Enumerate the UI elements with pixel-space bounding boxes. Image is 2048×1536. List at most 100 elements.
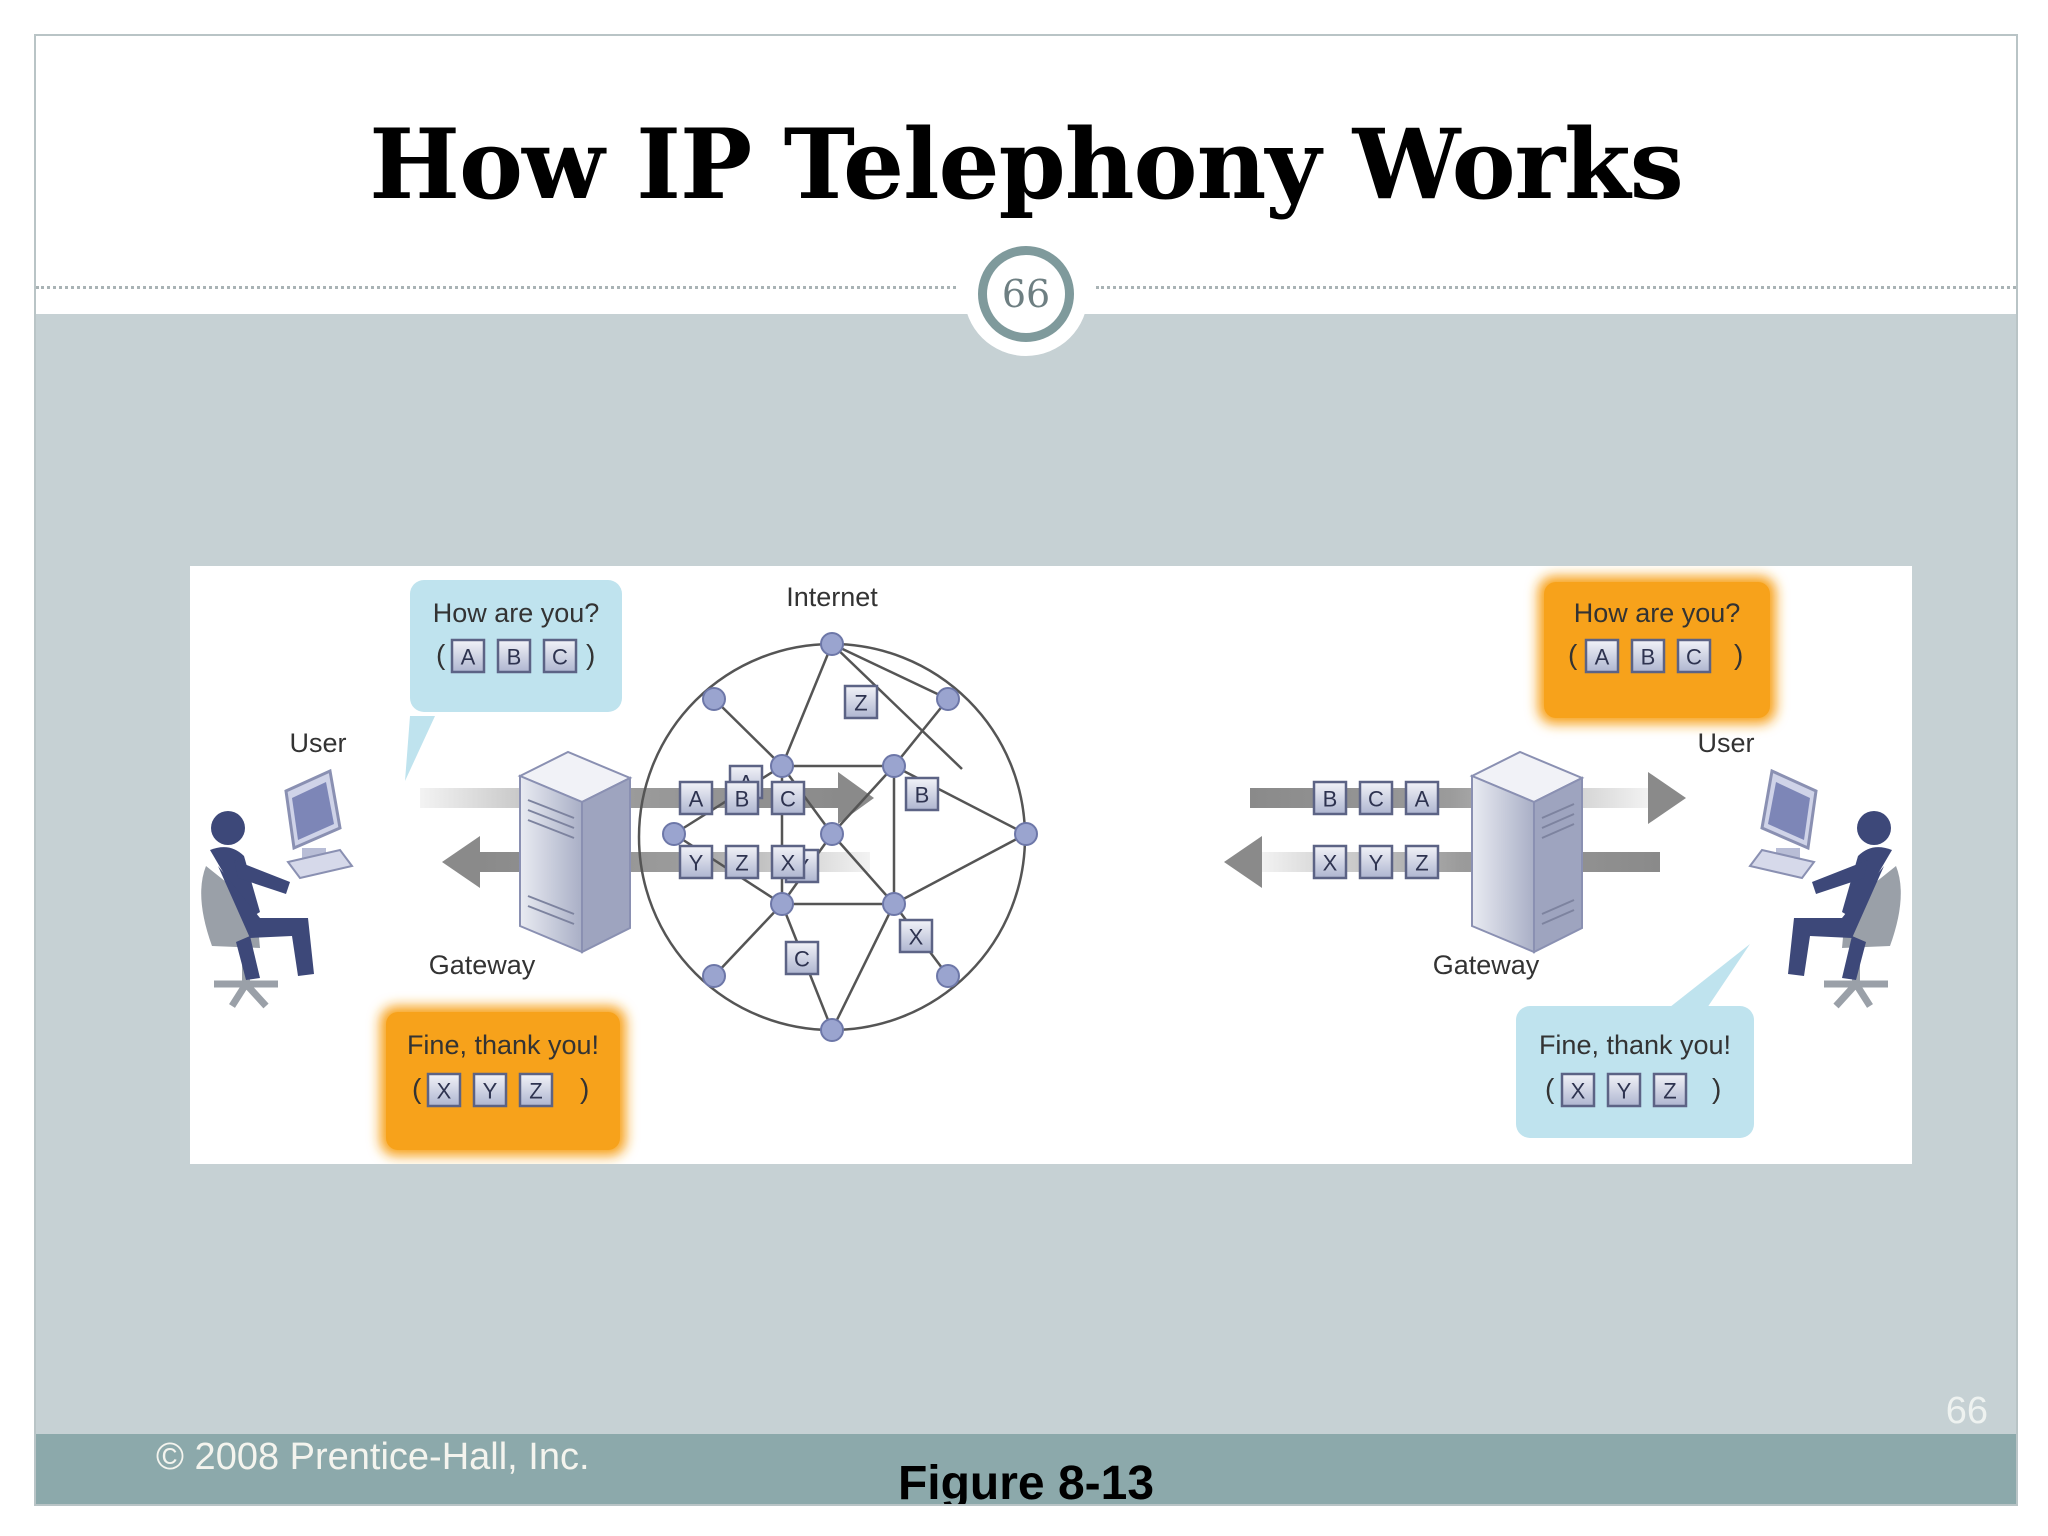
packet-c: C <box>1676 638 1712 674</box>
svg-text:Z: Z <box>529 1078 542 1103</box>
packet-z: Z <box>724 844 760 880</box>
right-user-label: User <box>1697 728 1754 758</box>
title-divider-left <box>36 286 956 289</box>
packet-y: Y <box>678 844 714 880</box>
svg-text:Z: Z <box>735 850 748 875</box>
svg-text:B: B <box>1323 786 1338 811</box>
svg-text:(: ( <box>1545 1073 1555 1104</box>
svg-text:C: C <box>780 786 796 811</box>
right-answer-text: Fine, thank you! <box>1539 1030 1731 1060</box>
right-answer-bubble: Fine, thank you! ( ) X Y Z <box>1516 944 1754 1138</box>
left-answer-text: Fine, thank you! <box>407 1030 599 1060</box>
slide-number-badge: 66 <box>978 246 1074 342</box>
svg-text:B: B <box>507 644 522 669</box>
packet-a: A <box>1584 638 1620 674</box>
internet-label: Internet <box>786 582 878 612</box>
title-divider-right <box>1096 286 2016 289</box>
page-number: 66 <box>1945 1390 1988 1432</box>
left-user-label: User <box>289 728 346 758</box>
right-gateway-server-icon <box>1469 750 1585 954</box>
left-answer-bubble: Fine, thank you! ( ) X Y Z <box>380 1006 626 1156</box>
packet-c: C <box>1358 780 1394 816</box>
packet-y: Y <box>472 1072 508 1108</box>
svg-text:): ) <box>580 1073 589 1104</box>
svg-text:X: X <box>781 850 796 875</box>
svg-text:(: ( <box>436 639 446 670</box>
right-answer-packets: X Y Z <box>1560 1072 1688 1108</box>
copyright-text: © 2008 Prentice-Hall, Inc. <box>156 1436 590 1478</box>
packet-b: B <box>904 776 940 812</box>
svg-text:Z: Z <box>1415 850 1428 875</box>
svg-text:A: A <box>461 644 476 669</box>
svg-text:Z: Z <box>854 690 867 715</box>
ip-telephony-figure: How are you? ( ) A B C Fine, thank you! ( … <box>190 566 1912 1164</box>
packet-b: B <box>496 638 532 674</box>
svg-text:(: ( <box>1568 639 1578 670</box>
svg-text:X: X <box>1323 850 1338 875</box>
svg-text:): ) <box>586 639 595 670</box>
svg-text:C: C <box>552 644 568 669</box>
svg-text:X: X <box>909 924 924 949</box>
packet-x: X <box>1312 844 1348 880</box>
packet-y: Y <box>1358 844 1394 880</box>
ip-telephony-diagram: How are you? ( ) A B C Fine, thank you! ( … <box>201 576 1901 1156</box>
packet-a: A <box>450 638 486 674</box>
svg-text:Y: Y <box>483 1078 498 1103</box>
svg-text:Y: Y <box>689 850 704 875</box>
packet-c: C <box>770 780 806 816</box>
packet-z: Z <box>518 1072 554 1108</box>
footer-band <box>36 1434 2016 1504</box>
internet-network: Z A B Y C X <box>637 632 1038 1042</box>
svg-text:C: C <box>1368 786 1384 811</box>
svg-text:A: A <box>1595 644 1610 669</box>
svg-text:Y: Y <box>1617 1078 1632 1103</box>
svg-text:): ) <box>1712 1073 1721 1104</box>
packet-z: Z <box>1652 1072 1688 1108</box>
packet-c: C <box>784 940 820 976</box>
packet-z: Z <box>1404 844 1440 880</box>
packet-c: C <box>542 638 578 674</box>
right-question-packets: A B C <box>1584 638 1712 674</box>
packet-x: X <box>770 844 806 880</box>
left-gateway-server-icon <box>517 750 633 954</box>
right-outgoing-packets: X Y Z <box>1312 844 1440 880</box>
svg-text:B: B <box>735 786 750 811</box>
right-user-person-icon <box>1748 768 1901 1009</box>
svg-text:C: C <box>794 946 810 971</box>
svg-text:B: B <box>915 782 930 807</box>
left-question-bubble: How are you? ( ) A B C <box>405 580 622 781</box>
svg-text:Z: Z <box>1663 1078 1676 1103</box>
right-question-bubble: How are you? ( ) A B C <box>1538 576 1776 724</box>
figure-caption: Figure 8-13 <box>897 1457 1155 1506</box>
packet-b: B <box>1312 780 1348 816</box>
packet-x: X <box>898 918 934 954</box>
svg-text:X: X <box>1571 1078 1586 1103</box>
packet-a: A <box>1404 780 1440 816</box>
svg-text:Y: Y <box>1369 850 1384 875</box>
svg-text:(: ( <box>412 1073 422 1104</box>
left-answer-packets: X Y Z <box>426 1072 554 1108</box>
left-gateway-label: Gateway <box>429 950 536 980</box>
svg-text:X: X <box>437 1078 452 1103</box>
svg-text:C: C <box>1686 644 1702 669</box>
right-gateway-label: Gateway <box>1433 950 1540 980</box>
svg-text:A: A <box>1415 786 1430 811</box>
left-question-text: How are you? <box>433 598 600 628</box>
right-outgoing-arrow <box>1224 836 1660 888</box>
packet-z: Z <box>843 684 879 720</box>
left-outgoing-packets: A B C <box>678 780 806 816</box>
svg-text:B: B <box>1641 644 1656 669</box>
packet-y: Y <box>1606 1072 1642 1108</box>
packet-x: X <box>426 1072 462 1108</box>
right-question-text: How are you? <box>1574 598 1741 628</box>
packet-x: X <box>1560 1072 1596 1108</box>
left-question-packets: A B C <box>450 638 578 674</box>
slide-title: How IP Telephony Works <box>369 108 1683 221</box>
svg-text:): ) <box>1734 639 1743 670</box>
svg-text:A: A <box>689 786 704 811</box>
packet-b: B <box>724 780 760 816</box>
packet-b: B <box>1630 638 1666 674</box>
left-user-person-icon <box>201 768 354 1009</box>
